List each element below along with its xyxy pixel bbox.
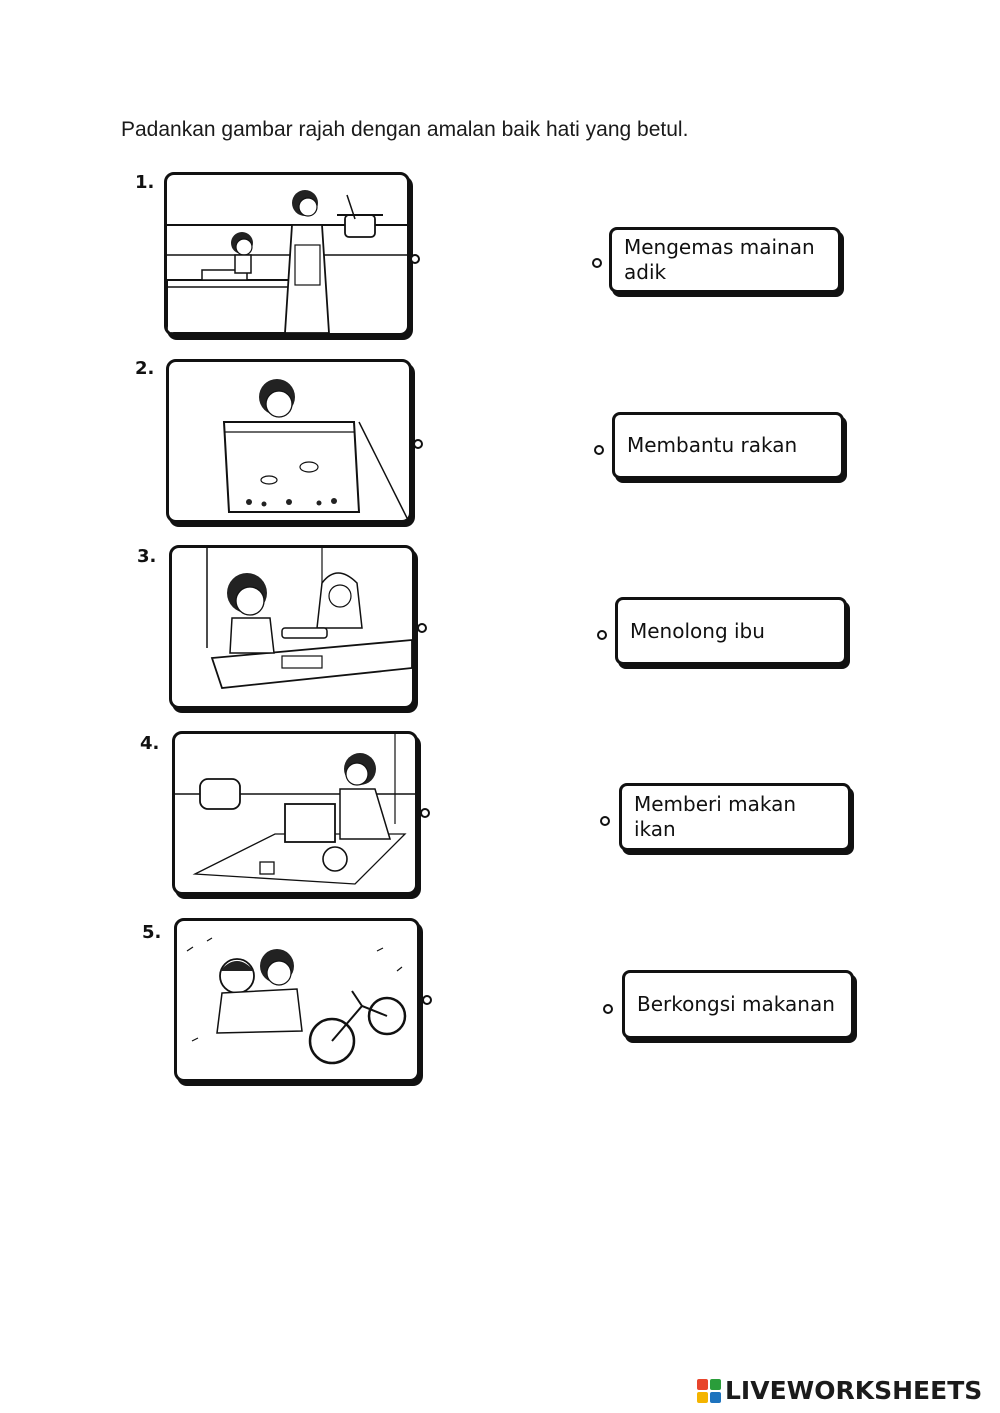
item-connector-dot[interactable] (413, 439, 423, 449)
option-connector-dot[interactable] (597, 630, 607, 640)
instruction-text: Padankan gambar rajah dengan amalan baik… (121, 118, 689, 141)
option-connector-dot[interactable] (592, 258, 602, 268)
item-connector-dot[interactable] (417, 623, 427, 633)
option-label: Membantu rakan (627, 433, 798, 457)
item-connector-dot[interactable] (420, 808, 430, 818)
item-connector-dot[interactable] (410, 254, 420, 264)
picture-kitchen (164, 172, 410, 336)
picture-fallen-bicycle (174, 918, 420, 1082)
logo-text: LIVEWORKSHEETS (725, 1376, 983, 1405)
option-connector-dot[interactable] (594, 445, 604, 455)
picture-sharing-food (169, 545, 415, 709)
option-card-berkongsi-makanan[interactable]: Berkongsi makanan (622, 970, 854, 1039)
option-connector-dot[interactable] (600, 816, 610, 826)
picture-tidying-toys (172, 731, 418, 895)
option-label: Menolong ibu (630, 618, 765, 643)
option-label: Mengemas mainan adik (624, 235, 815, 284)
option-card-membantu-rakan[interactable]: Membantu rakan (612, 412, 844, 479)
picture-aquarium (166, 359, 412, 523)
option-card-menolong-ibu[interactable]: Menolong ibu (615, 597, 847, 665)
logo-mark-icon (697, 1378, 721, 1403)
item-number: 2. (135, 358, 155, 379)
option-connector-dot[interactable] (603, 1004, 613, 1014)
option-label: Memberi makan ikan (634, 792, 797, 841)
liveworksheets-logo: LIVEWORKSHEETS (697, 1376, 982, 1405)
item-connector-dot[interactable] (422, 995, 432, 1005)
item-number: 1. (135, 172, 155, 193)
option-card-memberi-makan-ikan[interactable]: Memberi makan ikan (619, 783, 851, 851)
item-number: 5. (142, 922, 162, 943)
option-card-mengemas-mainan[interactable]: Mengemas mainan adik (609, 227, 841, 293)
item-number: 4. (140, 733, 160, 754)
item-number: 3. (137, 546, 157, 567)
option-label: Berkongsi makanan (637, 992, 835, 1016)
